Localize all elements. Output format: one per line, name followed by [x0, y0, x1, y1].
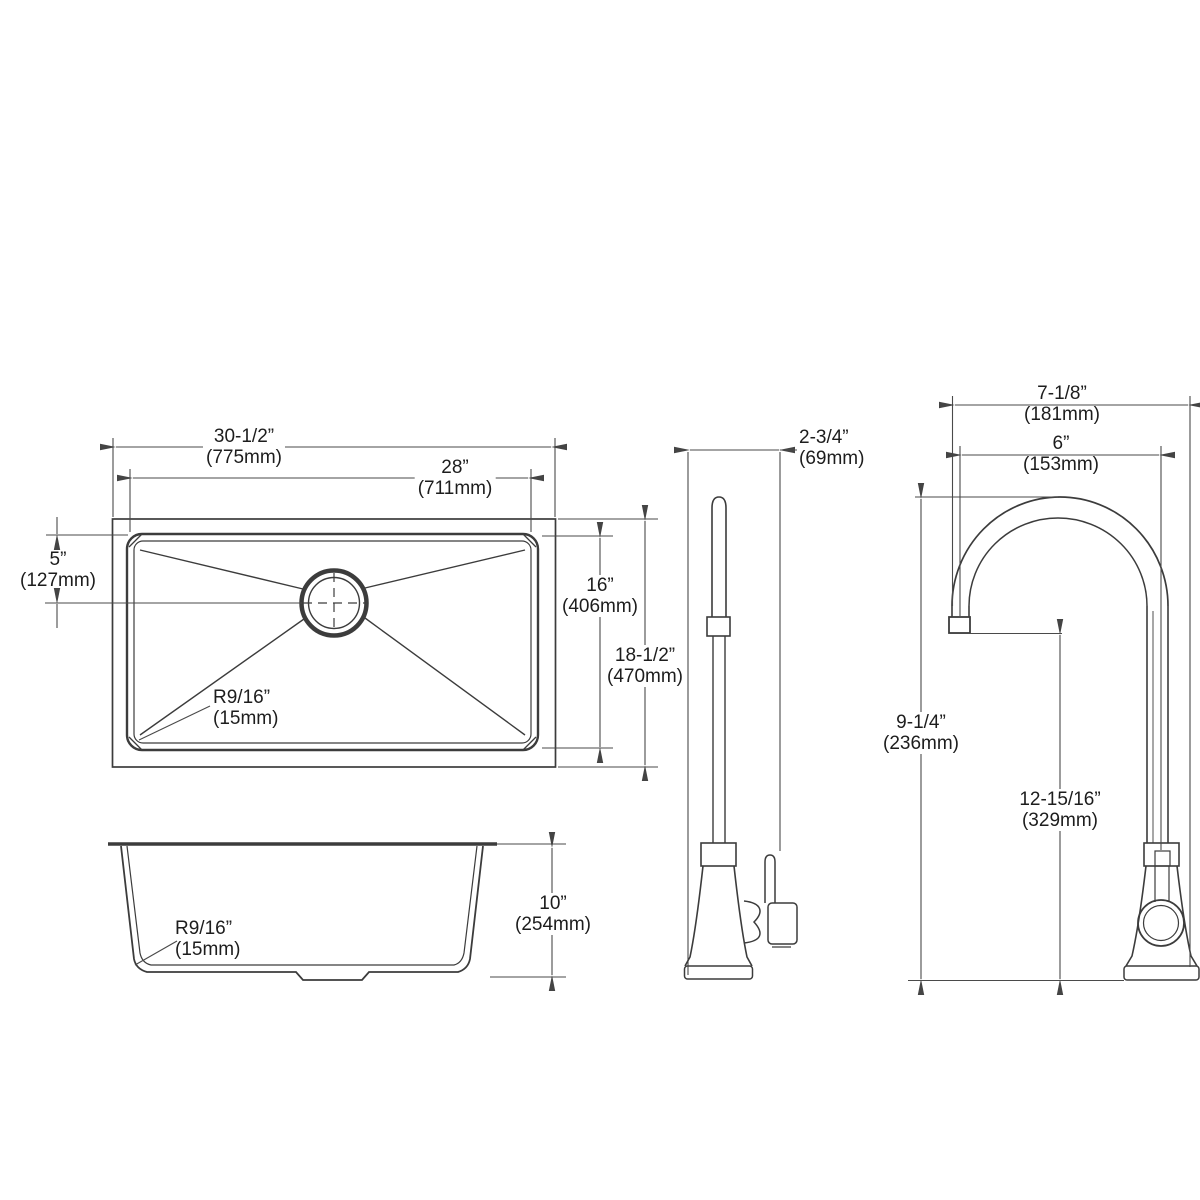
dim-inch-value: 28”	[441, 457, 469, 478]
faucet-front-view-drawing	[908, 396, 1200, 995]
collar-tab	[1154, 850, 1171, 867]
dim-faucet-overall-height-label: 12-15/16” (329mm)	[1016, 789, 1104, 831]
dim-metric-value: (470mm)	[606, 666, 684, 687]
bowl-crease-lines	[139, 549, 526, 736]
dim-metric-value: (15mm)	[213, 708, 279, 729]
dim-inch-value: R9/16”	[213, 687, 271, 708]
dim-inch-value: 12-15/16”	[1019, 789, 1101, 810]
dim-inch-value: 6”	[1052, 433, 1070, 454]
faucet-side-view-drawing	[674, 446, 798, 980]
body-cone	[684, 865, 753, 967]
dim-metric-value: (15mm)	[175, 939, 241, 960]
dim-sink-depth-label: 10” (254mm)	[511, 893, 595, 935]
handle-knuckle	[743, 900, 761, 944]
gooseneck-outer-arc	[951, 496, 1169, 607]
dim-metric-value: (236mm)	[882, 733, 960, 754]
sink-top-view-drawing	[45, 438, 658, 781]
dim-inch-value: 30-1/2”	[213, 426, 275, 447]
radius-leader	[134, 940, 178, 966]
sink-front-view-drawing	[108, 832, 566, 991]
handle-lever	[764, 854, 776, 903]
dim-metric-value: (181mm)	[1023, 404, 1101, 425]
dim-faucet-base-depth-label: 2-3/4” (69mm)	[799, 427, 864, 469]
dim-drain-to-rear-label: 5” (127mm)	[20, 549, 96, 591]
dim-faucet-overall-reach-label: 7-1/8” (181mm)	[1024, 383, 1100, 425]
dim-front-corner-radius-label: R9/16” (15mm)	[175, 918, 240, 960]
spout-tube-upper	[711, 496, 727, 617]
dim-inch-value: 10”	[539, 893, 567, 914]
dim-faucet-spout-height-label: 9-1/4” (236mm)	[879, 712, 963, 754]
gooseneck-inner-arc	[968, 517, 1148, 607]
spout-tube-lower	[712, 636, 726, 843]
sink-bowl-inner-line	[133, 540, 532, 744]
dim-bowl-corner-radius-label: R9/16” (15mm)	[213, 687, 278, 729]
handle-block	[767, 902, 798, 945]
dim-bowl-width-label: 28” (711mm)	[414, 457, 496, 499]
spout-band	[706, 616, 731, 637]
dim-inch-value: 5”	[49, 549, 67, 570]
dim-inch-value: 2-3/4”	[799, 427, 849, 448]
radius-leader	[138, 705, 211, 741]
body-collar	[700, 842, 737, 867]
drain-centerlines	[303, 573, 365, 633]
dim-bowl-front-to-back-label: 16” (406mm)	[558, 575, 642, 617]
dim-sink-overall-front-to-back-label: 18-1/2” (470mm)	[603, 645, 687, 687]
bowl-corner-ticks	[128, 533, 537, 751]
base-plate	[683, 965, 754, 980]
dim-sink-overall-width-label: 30-1/2” (775mm)	[202, 426, 286, 468]
dim-metric-value: (254mm)	[514, 914, 592, 935]
dim-metric-value: (711mm)	[417, 478, 493, 499]
gooseneck-right-leg	[1146, 606, 1169, 843]
dim-metric-value: (775mm)	[205, 447, 283, 468]
dim-metric-value: (329mm)	[1021, 810, 1098, 831]
handle-stem	[1154, 866, 1170, 902]
dim-faucet-spout-reach-label: 6” (153mm)	[1023, 433, 1099, 475]
dim-inch-value: 16”	[586, 575, 614, 596]
handle-knob-outer	[1137, 899, 1185, 947]
sink-rim-outline	[111, 518, 557, 768]
dim-metric-value: (127mm)	[19, 570, 97, 591]
dim-metric-value: (69mm)	[799, 448, 865, 469]
dim-metric-value: (153mm)	[1022, 454, 1100, 475]
dim-metric-value: (406mm)	[561, 596, 639, 617]
spout-tip	[948, 616, 971, 634]
handle-knob-inner	[1142, 904, 1180, 942]
dim-inch-value: 9-1/4”	[896, 712, 946, 733]
dim-inch-value: 7-1/8”	[1037, 383, 1087, 404]
dim-inch-value: R9/16”	[175, 918, 233, 939]
dim-inch-value: 18-1/2”	[614, 645, 676, 666]
sink-bowl-outline	[125, 532, 540, 752]
gooseneck-left-leg	[951, 606, 970, 617]
sink-shell-inner	[126, 845, 478, 966]
faucet-base-plate	[1123, 965, 1200, 981]
faucet-cone	[1125, 865, 1198, 967]
